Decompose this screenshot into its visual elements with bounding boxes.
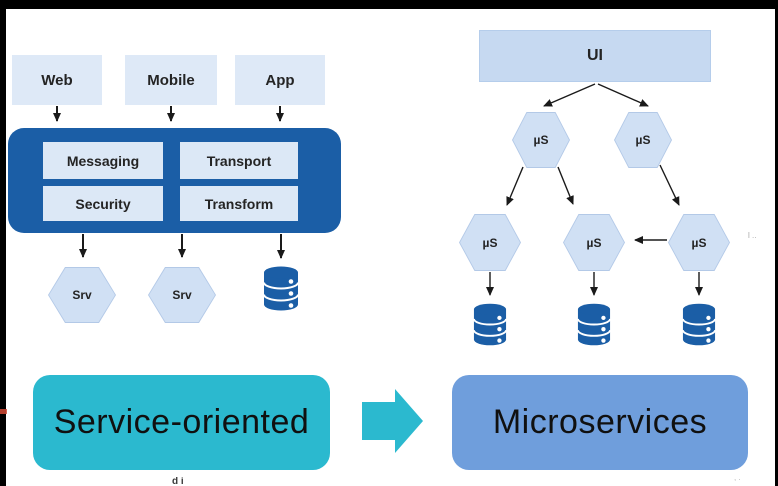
esb-component-label: Transform: [204, 195, 274, 212]
microservices-caption: Microservices: [452, 375, 748, 470]
database-icon: [263, 265, 299, 312]
microservice-label: µS: [635, 133, 651, 147]
corner-text-artifact: , .: [734, 473, 741, 482]
transition-arrow: [362, 389, 423, 453]
esb-component-transform: Transform: [180, 186, 298, 221]
esb-component-label: Security: [75, 195, 131, 212]
microservice-hexagon: µS: [614, 112, 672, 168]
microservice-label: µS: [533, 133, 549, 147]
esb-component-messaging: Messaging: [43, 142, 163, 179]
caption-text: Service-oriented: [53, 403, 310, 441]
service-hexagon: Srv: [48, 267, 116, 323]
service-label: Srv: [172, 288, 192, 302]
database-icon: [577, 302, 611, 347]
microservice-label: µS: [691, 235, 707, 250]
database-icon: [473, 302, 507, 347]
service-label: Srv: [72, 288, 92, 302]
esb-component-label: Transport: [206, 152, 272, 169]
client-box-mobile: Mobile: [125, 55, 217, 105]
cropped-text-artifact: d i: [172, 477, 184, 485]
ui-bar: UI: [479, 30, 711, 82]
ui-label: UI: [587, 47, 603, 64]
client-box-web: Web: [12, 55, 102, 105]
frame-top-bar: [0, 0, 778, 9]
caption-text: Microservices: [492, 403, 708, 441]
client-label: Mobile: [147, 71, 195, 89]
microservice-label: µS: [482, 235, 498, 250]
microservice-label: µS: [586, 235, 602, 250]
service-oriented-caption: Service-oriented: [33, 375, 330, 470]
esb-component-security: Security: [43, 186, 163, 221]
microservice-hexagon: µS: [459, 214, 521, 271]
microservice-hexagon: µS: [668, 214, 730, 271]
client-label: App: [265, 71, 295, 89]
esb-component-label: Messaging: [66, 152, 140, 169]
client-box-app: App: [235, 55, 325, 105]
service-hexagon: Srv: [148, 267, 216, 323]
client-label: Web: [41, 71, 73, 89]
microservice-hexagon: µS: [563, 214, 625, 271]
esb-container: Messaging Transport Security Transform: [8, 128, 341, 233]
microservice-hexagon: µS: [512, 112, 570, 168]
edge-text-artifact: l ..: [748, 231, 757, 240]
frame-left-bar: [0, 0, 6, 486]
esb-component-transport: Transport: [180, 142, 298, 179]
frame-right-bar: [775, 0, 778, 486]
database-icon: [682, 302, 716, 347]
